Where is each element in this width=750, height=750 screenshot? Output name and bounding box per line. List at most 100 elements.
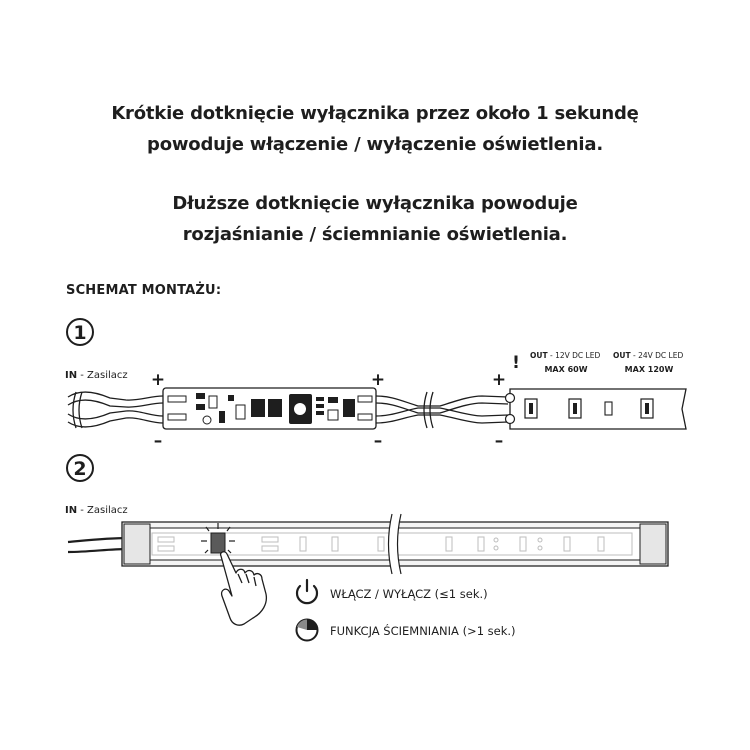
intro-short-touch-line1: Krótkie dotknięcie wyłącznika przez okoł… (111, 103, 639, 124)
step1-led-strip (504, 388, 687, 430)
step2-break-mark (387, 513, 402, 575)
minus-sign-strip: – (495, 431, 504, 451)
step1-output-wires (375, 391, 509, 429)
ghost-led (445, 536, 453, 552)
touch-sensor (201, 523, 235, 554)
ghost-led (477, 536, 485, 552)
pcb-component (327, 409, 339, 421)
minus-sign-input: – (154, 431, 163, 451)
legend-on-off: WŁĄCZ / WYŁĄCZ (≤1 sek.) (295, 578, 488, 605)
pcb-chip (228, 395, 234, 401)
pcb-pad (167, 413, 187, 421)
pcb-chip (328, 397, 338, 403)
pcb-pad (357, 395, 373, 403)
legend-dimming-label: FUNKCJA ŚCIEMNIANIA (>1 sek.) (330, 623, 516, 638)
pcb-sensor (294, 403, 306, 415)
profile-end-cap (639, 523, 667, 565)
step2-circle (66, 454, 94, 482)
plus-sign-strip: + (492, 370, 506, 390)
strip-resistor (604, 401, 613, 416)
strip-solder-pad-plus (504, 392, 516, 404)
ghost-led (563, 536, 571, 552)
intro-long-touch-line2: rozjaśnianie / ściemnianie oświetlenia. (182, 224, 568, 245)
pcb-capacitor (208, 395, 218, 409)
step1-controller-pcb (162, 387, 377, 430)
dimming-icon (295, 618, 319, 642)
ghost-pad (261, 545, 279, 552)
ghost-led (299, 536, 307, 552)
scheme-heading: SCHEMAT MONTAŻU: (66, 283, 222, 298)
ghost-pad (157, 536, 175, 543)
pcb-mosfet (343, 399, 355, 417)
step2-number: 2 (73, 458, 86, 480)
ghost-resistor (493, 537, 499, 543)
minus-sign-output: – (374, 431, 383, 451)
legend-dimming: FUNKCJA ŚCIEMNIANIA (>1 sek.) (295, 618, 516, 642)
out12-label: OUT - 12V DC LED (530, 351, 600, 360)
led-chip-core (645, 403, 649, 414)
led-chip (640, 398, 654, 419)
ghost-resistor (493, 545, 499, 551)
legend-on-off-label: WŁĄCZ / WYŁĄCZ (≤1 sek.) (330, 587, 488, 601)
step1-input-wires (67, 391, 164, 429)
out12-max: MAX 60W (544, 365, 587, 374)
pcb-chip (316, 397, 324, 401)
power-icon (295, 578, 319, 605)
strip-solder-pad-minus (504, 413, 516, 425)
ghost-led (519, 536, 527, 552)
out24-voltage: - 24V DC LED (631, 351, 684, 360)
step1-number: 1 (73, 322, 86, 344)
step1-input-label: IN - Zasilacz (65, 370, 128, 381)
step1-polarity: + – + – + – ! (151, 353, 520, 451)
pointing-hand-icon (219, 551, 268, 626)
out12-voltage: - 12V DC LED (548, 351, 601, 360)
ghost-pad (157, 545, 175, 552)
pcb-pad (357, 413, 373, 421)
step1-circle (66, 318, 94, 346)
out12-prefix: OUT (530, 351, 548, 360)
pcb-chip (316, 404, 324, 408)
step2-cable (67, 536, 129, 554)
pcb-component (235, 404, 246, 420)
led-chip (568, 398, 582, 419)
led-chip-core (529, 403, 533, 414)
pcb-mosfet (251, 399, 265, 417)
profile-end-cap (123, 523, 151, 565)
step1-input-label-rest: - Zasilacz (77, 370, 128, 381)
intro-short-touch: Krótkie dotknięcie wyłącznika przez okoł… (0, 98, 750, 160)
plus-sign-input: + (151, 370, 165, 390)
plus-sign-output: + (371, 370, 385, 390)
pcb-chip (196, 404, 205, 410)
out24-prefix: OUT (613, 351, 631, 360)
step1-badge: 1 (66, 318, 94, 346)
ghost-led (377, 536, 385, 552)
pcb-chip (196, 393, 205, 399)
touch-sensor-pad (210, 532, 226, 554)
pcb-chip (316, 411, 324, 415)
pcb-chip (219, 411, 225, 423)
led-chip (524, 398, 538, 419)
step2-badge: 2 (66, 454, 94, 482)
pcb-pad (167, 395, 187, 403)
touch-sparkle-icon (201, 523, 235, 554)
intro-long-touch: Dłuższe dotknięcie wyłącznika powoduje r… (0, 188, 750, 250)
step1-input-label-in: IN (65, 370, 77, 381)
ghost-resistor (537, 545, 543, 551)
intro-short-touch-line2: powoduje włączenie / wyłączenie oświetle… (147, 134, 603, 155)
warning-icon: ! (512, 353, 520, 373)
intro-long-touch-line1: Dłuższe dotknięcie wyłącznika powoduje (172, 193, 578, 214)
ghost-led (331, 536, 339, 552)
pcb-mosfet (268, 399, 282, 417)
output-specs: OUT - 12V DC LED MAX 60W OUT - 24V DC LE… (530, 351, 683, 374)
step2-input-label-rest: - Zasilacz (77, 505, 128, 516)
ghost-pad (261, 536, 279, 543)
out24-label: OUT - 24V DC LED (613, 351, 683, 360)
out24-max: MAX 120W (625, 365, 674, 374)
ghost-led (597, 536, 605, 552)
step2-input-label-in: IN (65, 505, 77, 516)
led-chip-core (573, 403, 577, 414)
ghost-resistor (537, 537, 543, 543)
pcb-component (202, 415, 212, 425)
step2-input-label: IN - Zasilacz (65, 505, 128, 516)
